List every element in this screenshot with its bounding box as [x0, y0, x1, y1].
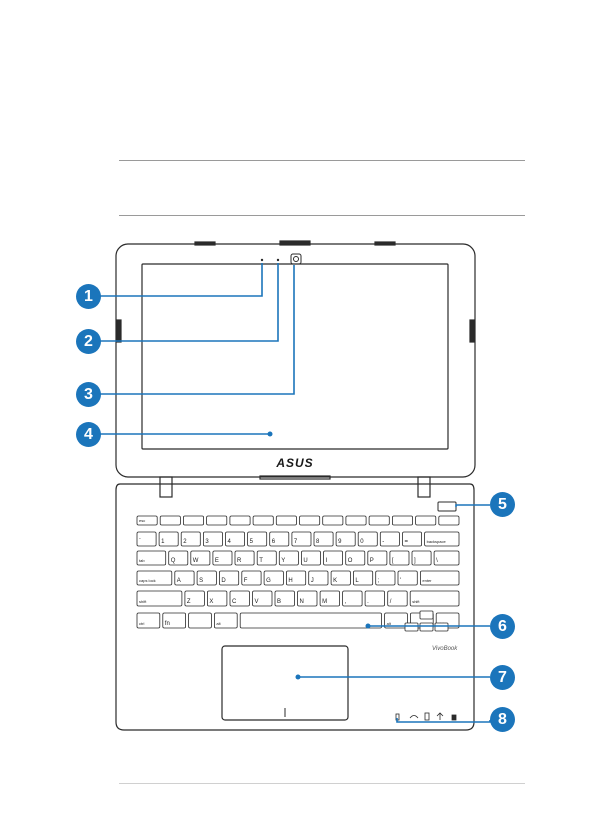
key-label: . [367, 599, 369, 605]
key-label: E [215, 558, 219, 564]
key-label: L [355, 578, 359, 584]
key-label: caps lock [139, 578, 156, 583]
key-label: fn [165, 621, 170, 627]
key-label: Z [187, 599, 191, 605]
key-label: T [259, 558, 263, 564]
key-label: K [333, 578, 337, 584]
key[interactable] [189, 613, 212, 628]
key-label: tab [139, 558, 145, 563]
key-label: I [326, 558, 328, 564]
callout-1: 1 [76, 284, 101, 309]
key[interactable] [434, 551, 459, 565]
key-label: 4 [228, 539, 232, 545]
key-label: G [266, 578, 271, 584]
hinges [160, 476, 430, 497]
key-label: ; [378, 578, 380, 584]
key[interactable] [230, 516, 250, 525]
key[interactable] [369, 516, 389, 525]
key-label: \ [436, 558, 438, 564]
key[interactable] [253, 516, 273, 525]
callout-7: 7 [490, 665, 515, 690]
microphone-1-icon [261, 259, 263, 261]
key[interactable] [160, 516, 180, 525]
callout-3: 3 [76, 382, 101, 407]
laptop-base [116, 484, 474, 730]
key-label: ` [139, 539, 141, 545]
key-label: / [390, 599, 392, 605]
key-label: 2 [183, 539, 187, 545]
key-label: enter [422, 578, 432, 583]
key-label: 5 [250, 539, 254, 545]
key[interactable] [416, 516, 436, 525]
key[interactable] [323, 516, 343, 525]
camera-icon [291, 254, 301, 264]
arrow-key[interactable] [420, 611, 433, 619]
laptop-lid [116, 241, 475, 477]
key-label: 8 [316, 539, 320, 545]
key-label: P [370, 558, 374, 564]
callout-4: 4 [76, 422, 101, 447]
key-label: shift [139, 599, 147, 604]
key-label: , [345, 599, 347, 605]
callout-6: 6 [490, 614, 515, 639]
microphone-2-icon [277, 259, 279, 261]
key[interactable] [300, 516, 320, 525]
key-label: [ [392, 558, 394, 564]
callout-5: 5 [490, 492, 515, 517]
key-label: 0 [360, 539, 364, 545]
key-label: U [303, 558, 307, 564]
key[interactable] [439, 516, 459, 525]
key-label: 1 [161, 539, 165, 545]
callout-8: 8 [490, 707, 515, 732]
status-indicators [396, 713, 456, 720]
key-label: ' [400, 578, 401, 584]
key-label: ctrl [139, 621, 144, 626]
key-label: = [405, 539, 409, 545]
key-label: 7 [294, 539, 298, 545]
key-label: O [348, 558, 353, 564]
keyboard: esc ` 1 2 3 4 5 6 7 8 9 0 - = backspace tab Q W E R T Y U I O P []… [137, 516, 459, 631]
key-label: 3 [205, 539, 209, 545]
key[interactable] [392, 516, 412, 525]
key[interactable] [207, 516, 227, 525]
key-label: alt [216, 621, 221, 626]
arrow-key[interactable] [435, 623, 448, 631]
key-label: 9 [338, 539, 342, 545]
key-label: J [311, 578, 314, 584]
key-label: F [244, 578, 248, 584]
key-label: - [382, 539, 384, 545]
brand-logo: ASUS [275, 456, 313, 470]
key-label: shift [412, 599, 420, 604]
key-label: C [232, 599, 237, 605]
key-label: esc [139, 518, 145, 523]
key[interactable] [346, 516, 366, 525]
callout-2: 2 [76, 329, 101, 354]
key-label: Y [281, 558, 285, 564]
key-label: 6 [272, 539, 276, 545]
arrow-key[interactable] [405, 623, 418, 631]
key-label: R [237, 558, 242, 564]
key-label: A [177, 578, 181, 584]
key[interactable] [183, 516, 203, 525]
key[interactable] [276, 516, 296, 525]
callout-leaders [99, 263, 490, 722]
key-label: W [193, 558, 199, 564]
series-logo: VivoBook [432, 646, 458, 652]
key-label: B [277, 599, 281, 605]
arrow-key[interactable] [420, 623, 433, 631]
key-label: S [199, 578, 203, 584]
power-button[interactable] [438, 502, 456, 511]
key[interactable] [240, 613, 381, 628]
key-label: D [221, 578, 226, 584]
key-label: ] [414, 558, 416, 564]
key-label: Q [171, 558, 176, 564]
key-label: M [322, 599, 327, 605]
key-label: H [288, 578, 292, 584]
key-label: V [255, 599, 259, 605]
key-label: backspace [427, 539, 447, 544]
key-label: X [209, 599, 213, 605]
key-label: N [300, 599, 304, 605]
